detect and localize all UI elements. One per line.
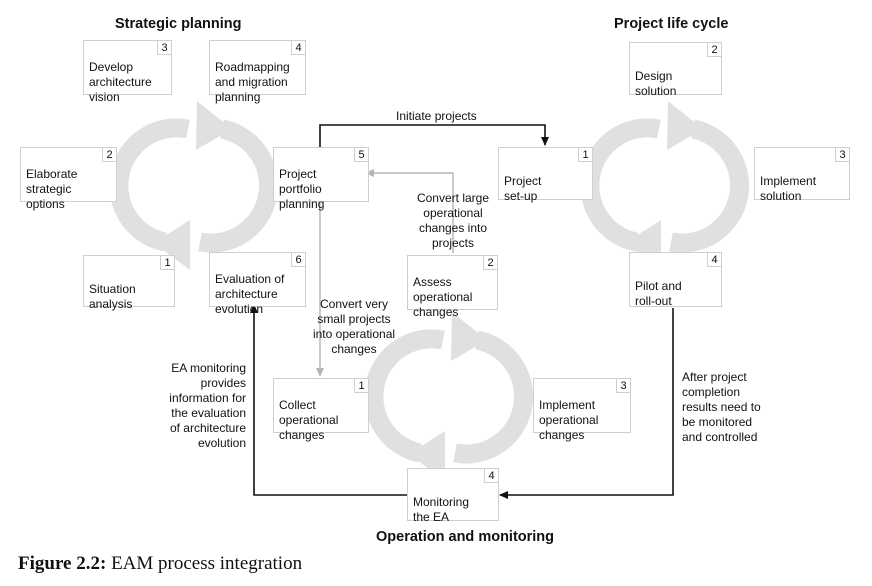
step-number: 1 [160,255,175,270]
roadmapping-box: Roadmapping and migration planning 4 [209,40,306,104]
step-number: 1 [354,378,369,393]
caption-prefix: Figure 2.2: [18,553,107,574]
box-label: Evaluation of architecture evolution [215,272,285,316]
box-label: Implement operational changes [539,398,599,442]
initiate-projects-arrow [319,124,549,147]
box-label: Implement solution [760,174,817,203]
box-label: Develop architecture vision [89,60,152,104]
box-label: Pilot and roll-out [635,279,682,308]
project-setup-box: Project set-up 1 [498,147,593,203]
elaborate-strategic-options-box: Elaborate strategic options 2 [20,147,117,211]
project-portfolio-planning-box: Project portfolio planning 5 [273,147,369,211]
pilot-rollout-box: Pilot and roll-out 4 [629,252,722,308]
step-number: 1 [578,147,593,162]
caption-text: EAM process integration [106,553,303,574]
box-label: Monitoring the EA [413,495,470,524]
convert-small-label: Convert very small projects into operati… [312,297,396,356]
step-number: 3 [616,378,631,393]
initiate-projects-label: Initiate projects [396,109,477,123]
box-label: Elaborate strategic options [26,167,78,211]
box-label: Roadmapping and migration planning [215,60,290,104]
monitoring-ea-box: Monitoring the EA 4 [407,468,499,524]
ea-monitoring-arrow [250,304,408,496]
box-label: Design solution [635,69,677,98]
box-label: Project portfolio planning [279,167,325,211]
step-number: 2 [707,42,722,57]
step-number: 2 [483,255,498,270]
step-number: 4 [484,468,499,483]
convert-large-arrow [365,169,454,253]
after-project-arrow [499,308,674,499]
box-label: Situation analysis [89,282,136,311]
convert-large-label: Convert large operational changes into p… [416,191,490,250]
step-number: 3 [157,40,172,55]
step-number: 2 [102,147,117,162]
operation-monitoring-title: Operation and monitoring [376,529,555,545]
strategic-planning-title: Strategic planning [115,16,242,32]
step-number: 5 [354,147,369,162]
ea-monitoring-label: EA monitoring provides information for t… [169,361,246,450]
design-solution-box: Design solution 2 [629,42,722,98]
box-label: Collect operational changes [279,398,339,442]
box-label: Project set-up [504,174,542,203]
develop-architecture-vision-box: Develop architecture vision 3 [83,40,172,104]
implement-operational-changes-box: Implement operational changes 3 [533,378,631,442]
strategic-cycle-arrow [109,118,279,253]
operation-cycle-arrow [364,329,534,464]
project-life-cycle-title: Project life cycle [614,16,729,32]
assess-operational-changes-box: Assess operational changes 2 [407,255,498,319]
lifecycle-cycle-arrow [580,118,750,253]
implement-solution-box: Implement solution 3 [754,147,850,203]
figure-caption: Figure 2.2: EAM process integration [18,553,302,575]
evaluation-architecture-evolution-box: Evaluation of architecture evolution 6 [209,252,306,316]
box-label: Assess operational changes [413,275,473,319]
step-number: 4 [707,252,722,267]
after-project-label: After project completion results need to… [682,370,761,444]
collect-operational-changes-box: Collect operational changes 1 [273,378,369,442]
step-number: 3 [835,147,850,162]
step-number: 4 [291,40,306,55]
situation-analysis-box: Situation analysis 1 [83,255,175,311]
step-number: 6 [291,252,306,267]
